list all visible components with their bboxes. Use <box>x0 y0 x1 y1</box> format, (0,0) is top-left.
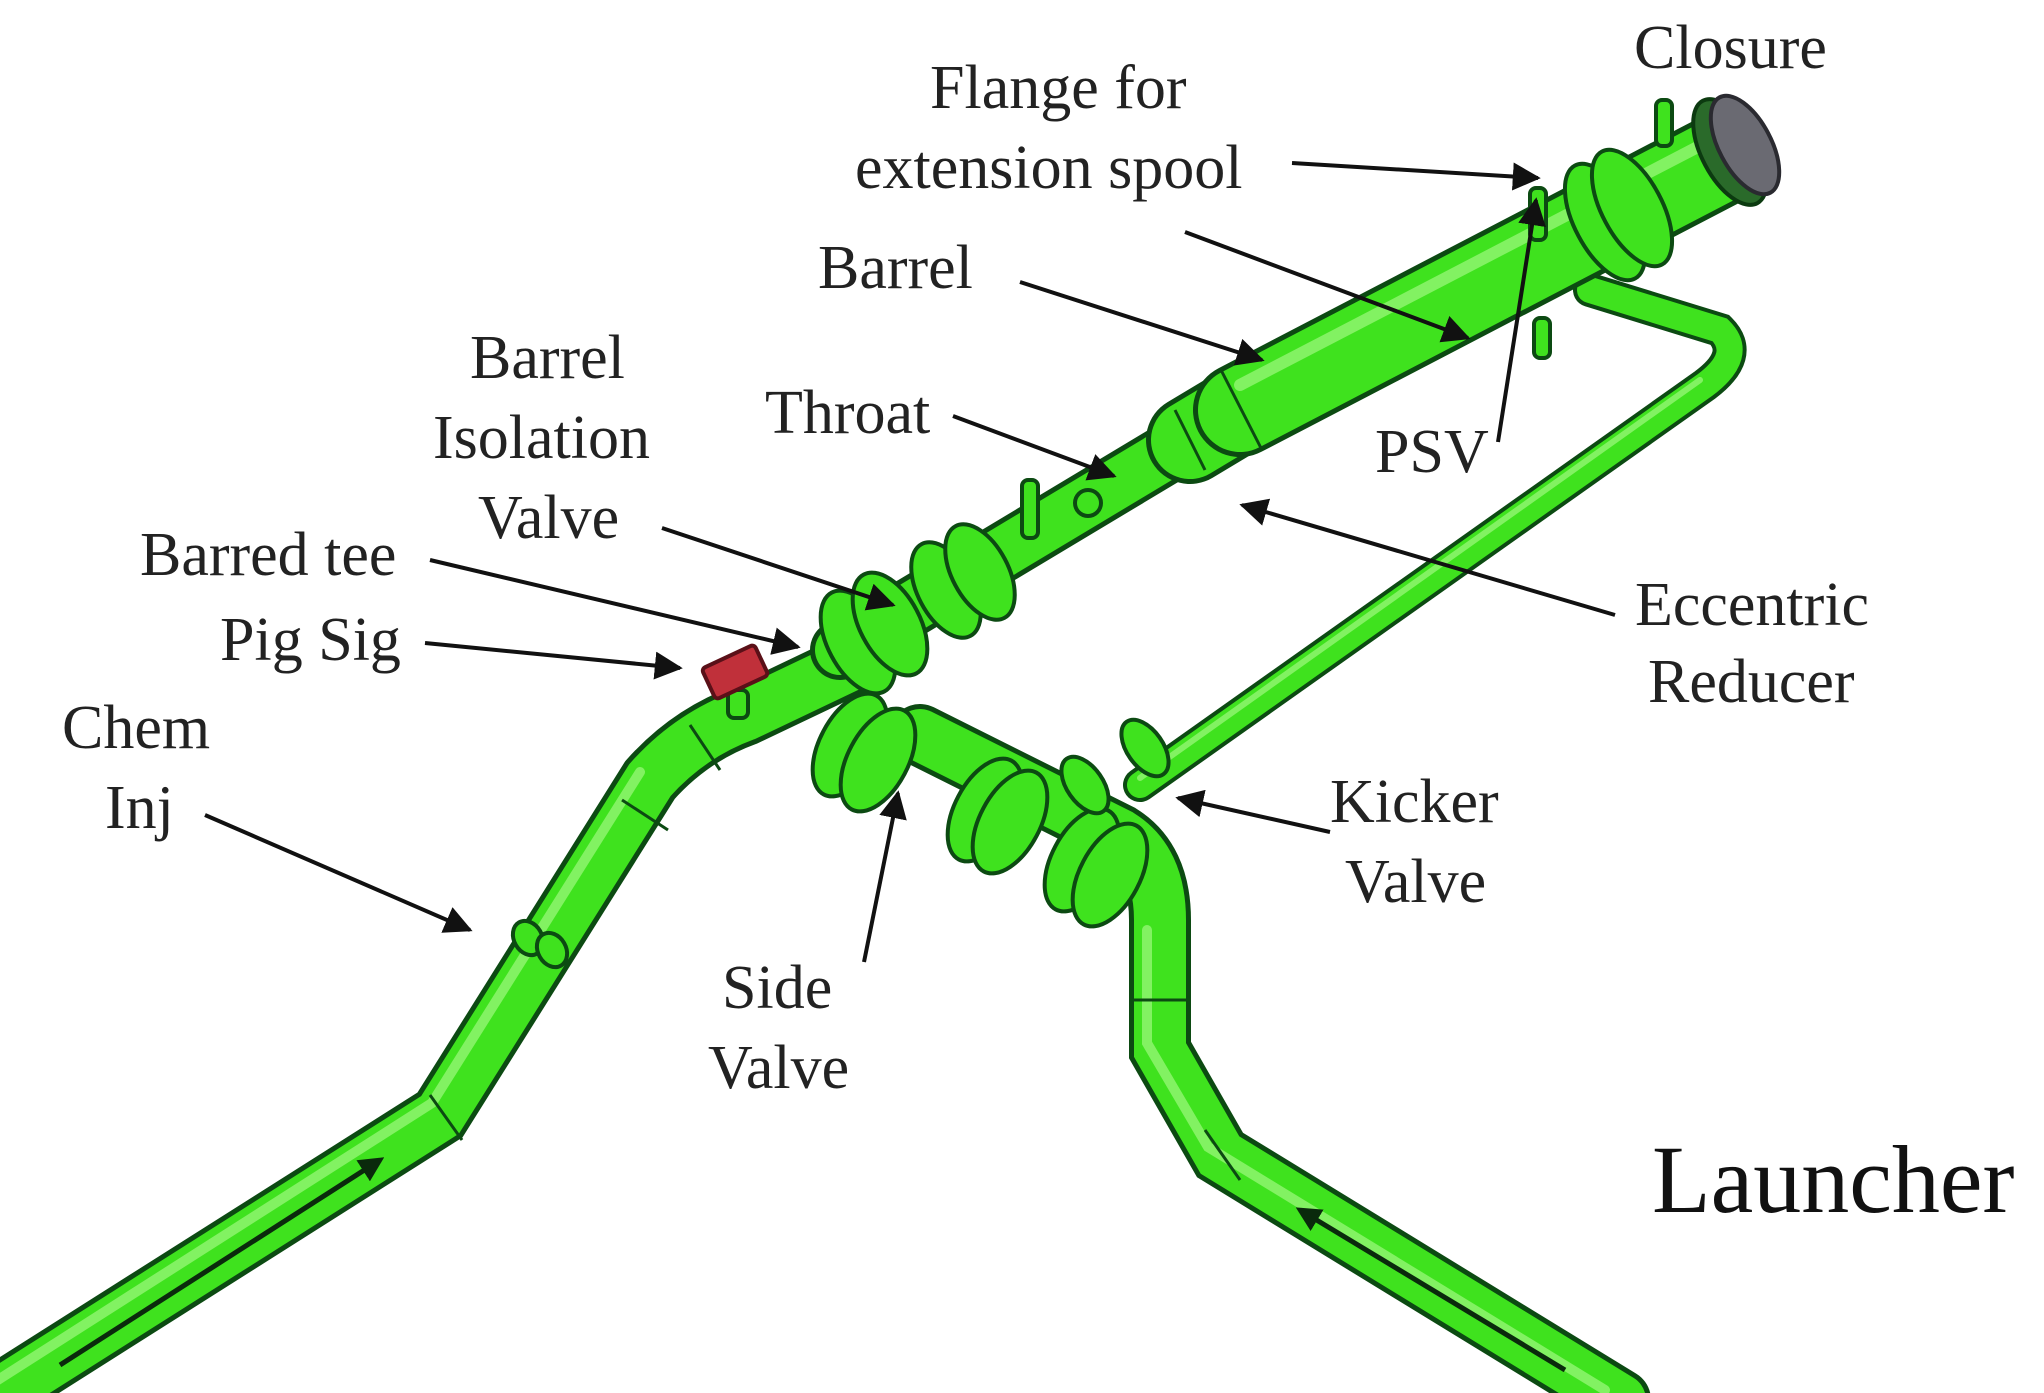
label-barrel-isolation-line3: Valve <box>478 484 619 552</box>
kicker-leader <box>1175 789 1331 834</box>
throat-leader <box>952 414 1117 481</box>
barrel-leader <box>1019 280 1265 366</box>
label-chem-inj-line2: Inj <box>105 774 174 842</box>
label-eccentric-line2: Reducer <box>1648 648 1855 716</box>
label-flange-line1: Flange for <box>930 54 1187 122</box>
label-side-valve-line2: Valve <box>708 1034 849 1102</box>
label-closure: Closure <box>1634 14 1827 82</box>
diagram-title: Launcher <box>1652 1126 2014 1233</box>
barred-tee-leader <box>429 558 801 655</box>
label-flange-line2: extension spool <box>855 134 1242 202</box>
label-chem-inj-line1: Chem <box>62 694 210 762</box>
chem-inj-nozzle <box>510 918 570 970</box>
label-barrel-isolation-line1: Barrel <box>470 324 625 392</box>
drain-nozzle <box>1532 316 1552 360</box>
leader-lines <box>204 161 1616 963</box>
pig-signaller <box>700 643 770 701</box>
throat-nozzle-2 <box>1073 488 1103 518</box>
closure <box>1691 93 1782 207</box>
throat-nozzle-1 <box>1020 478 1040 540</box>
closure-vent-nozzle <box>1654 98 1674 148</box>
label-throat: Throat <box>765 379 930 447</box>
label-eccentric-line1: Eccentric <box>1635 571 1869 639</box>
barrel-isolation-leader <box>661 526 896 611</box>
label-side-valve-line1: Side <box>722 954 832 1022</box>
kicker-line <box>1123 273 1747 802</box>
label-psv: PSV <box>1375 418 1489 486</box>
label-barred-tee: Barred tee <box>140 521 396 589</box>
chem-inj-leader <box>204 813 473 933</box>
outlet-flow-arrow <box>58 1157 385 1368</box>
eccentric-leader <box>1239 498 1616 617</box>
label-pig-sig: Pig Sig <box>220 606 401 674</box>
flange-leader-2 <box>1184 230 1471 343</box>
pig-sig-leader <box>424 641 683 680</box>
side-valve-leader <box>862 790 907 963</box>
label-kicker-line2: Valve <box>1345 848 1486 916</box>
label-kicker-line1: Kicker <box>1330 768 1499 836</box>
flange-leader <box>1291 161 1541 191</box>
inlet-flow-arrow <box>1295 1207 1567 1373</box>
label-barrel-isolation-line2: Isolation <box>433 404 650 472</box>
psv-leader <box>1496 197 1546 443</box>
piping <box>0 93 1782 1393</box>
labels: Closure Flange for extension spool Barre… <box>62 14 2014 1233</box>
label-barrel: Barrel <box>818 234 973 302</box>
